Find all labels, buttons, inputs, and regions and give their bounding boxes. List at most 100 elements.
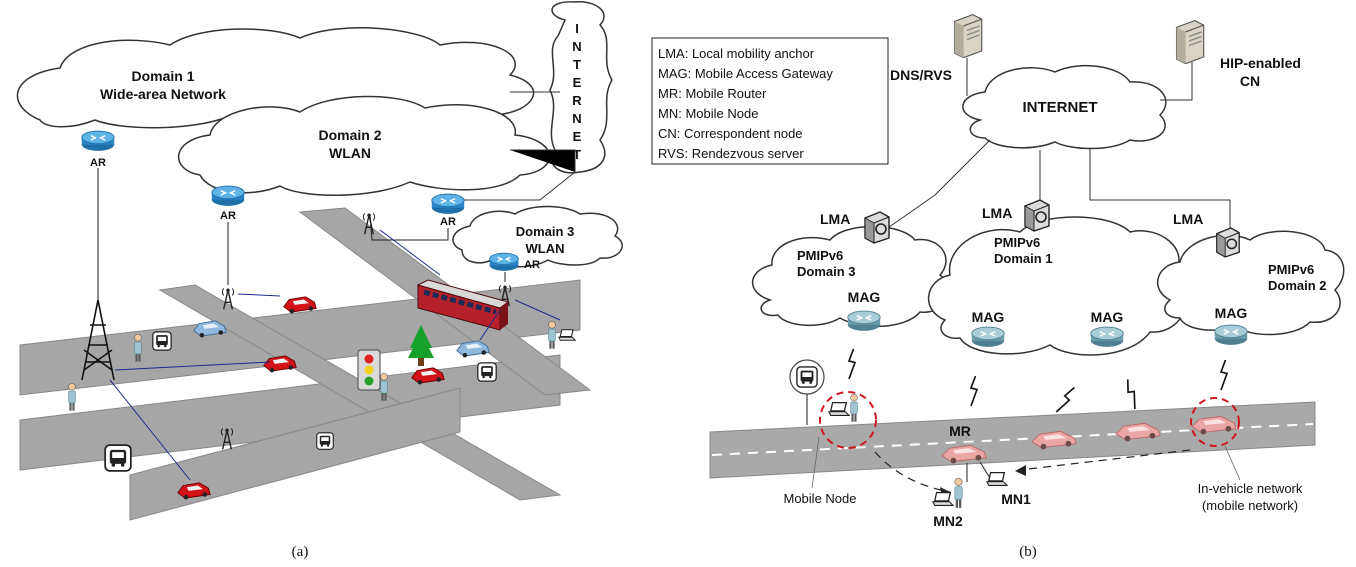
bus-stop-icon (316, 432, 334, 450)
pmip-label: PMIPv6 (994, 235, 1040, 250)
traffic-light-icon (357, 349, 381, 391)
legend-item: MN: Mobile Node (658, 106, 758, 121)
legend-box (651, 37, 889, 165)
mobile-node-label: Mobile Node (784, 491, 857, 506)
legend-item: CN: Correspondent node (658, 126, 803, 141)
cn-label-1: HIP-enabled (1220, 55, 1301, 71)
pmip-domain2-cloud (1156, 230, 1345, 336)
in-vehicle-ring (1190, 397, 1240, 447)
mobile-node-ring (819, 391, 877, 449)
router-label: AR (440, 216, 456, 228)
legend-item: MAG: Mobile Access Gateway (658, 66, 833, 81)
internet-letter: N (572, 39, 581, 54)
internet-letter: E (573, 129, 582, 144)
router-label: AR (220, 210, 236, 222)
router-icon (211, 185, 245, 207)
domain3-title: Domain 3 (516, 224, 575, 239)
mag-label: MAG (1215, 305, 1248, 321)
person-icon (68, 382, 76, 412)
router-label: AR (524, 259, 540, 271)
internet-letter: R (572, 93, 582, 108)
wireless-link-icon (969, 374, 979, 408)
callout-line (1224, 445, 1241, 481)
internet-letter: I (575, 21, 579, 36)
cn-label-2: CN (1240, 73, 1260, 89)
internet-letter: T (573, 147, 581, 162)
train-stop-icon (104, 444, 132, 472)
lma-icon (1216, 227, 1240, 258)
dns-server-icon (953, 13, 983, 58)
cell-tower-icon (81, 299, 115, 381)
arrowhead (1015, 465, 1026, 476)
router-icon (81, 130, 115, 152)
panel-b: LMA: Local mobility anchor MAG: Mobile A… (651, 13, 1345, 560)
lma-label: LMA (982, 205, 1012, 221)
dns-label: DNS/RVS (890, 67, 952, 83)
mn1-label: MN1 (1001, 491, 1031, 507)
domain3-subtitle: WLAN (526, 241, 565, 256)
movement-path (874, 451, 951, 493)
caption-a: (a) (292, 544, 309, 560)
mag-label: MAG (848, 289, 881, 305)
laptop-icon (932, 491, 954, 507)
mag-label: MAG (972, 309, 1005, 325)
domain2-title: Domain 2 (318, 127, 381, 143)
internet-cloud-b (962, 64, 1167, 150)
mag-icon (971, 326, 1005, 348)
domain1-title: Domain 1 (131, 68, 194, 84)
lma-icon (864, 211, 890, 244)
mr-label: MR (949, 423, 971, 439)
cn-server-icon (1175, 19, 1205, 64)
person-icon (850, 393, 858, 423)
link-line (510, 149, 576, 172)
pmip-label: Domain 2 (1268, 278, 1327, 293)
link-line (966, 461, 991, 482)
legend-item: MR: Mobile Router (658, 86, 767, 101)
caption-b: (b) (1019, 544, 1037, 560)
pmip-domain1-cloud (928, 216, 1189, 356)
pmip-label: PMIPv6 (797, 248, 843, 263)
person-icon (954, 477, 963, 509)
lma-icon (1024, 199, 1050, 232)
pmip-domain3-cloud (751, 225, 951, 328)
router-icon (488, 252, 520, 272)
internet-cloud-a (549, 1, 613, 174)
mn2-label: MN2 (933, 513, 963, 529)
laptop-icon (986, 471, 1008, 487)
pmip-label: Domain 1 (994, 251, 1053, 266)
pmip-label: Domain 3 (797, 264, 856, 279)
bus-icon (416, 279, 510, 331)
laptop-icon (828, 401, 850, 417)
wireless-link-icon (1122, 377, 1142, 411)
in-vehicle-label: (mobile network) (1202, 498, 1298, 513)
mag-icon (847, 310, 881, 332)
legend-item: LMA: Local mobility anchor (658, 46, 815, 61)
legend-item: RVS: Rendezvous server (658, 146, 804, 161)
tree-icon (408, 325, 434, 366)
link-line (1160, 62, 1193, 101)
wireless-link-icon (847, 347, 857, 381)
pmip-label: PMIPv6 (1268, 262, 1314, 277)
mag-icon (1090, 326, 1124, 348)
internet-label: INTERNET (1023, 99, 1098, 116)
laptop-icon (558, 329, 576, 341)
internet-letter: T (573, 57, 581, 72)
mag-icon (1214, 324, 1248, 346)
link-line (460, 171, 576, 201)
callout-line (811, 436, 820, 489)
link-line (884, 139, 991, 231)
mag-label: MAG (1091, 309, 1124, 325)
internet-letter: N (572, 111, 581, 126)
domain2-cloud (177, 95, 551, 196)
wireless-link-icon (1054, 383, 1078, 417)
router-icon (431, 193, 465, 215)
domain1-subtitle: Wide-area Network (100, 86, 226, 102)
bus-stop-icon (477, 362, 497, 382)
lma-label: LMA (820, 211, 850, 227)
road-b (709, 401, 1316, 479)
lma-label: LMA (1173, 211, 1203, 227)
bus-stop-icon (152, 331, 172, 351)
person-icon (548, 320, 556, 350)
domain2-subtitle: WLAN (329, 145, 371, 161)
